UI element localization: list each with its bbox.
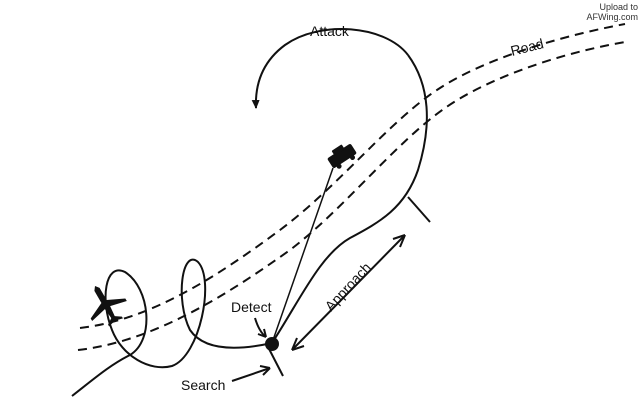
watermark-line-1: Upload to xyxy=(599,2,638,12)
search-loops xyxy=(71,258,273,397)
approach-arrow xyxy=(291,234,406,351)
label-search: Search xyxy=(181,377,225,393)
road-edge-upper xyxy=(79,23,626,329)
approach-start-tick xyxy=(407,196,431,223)
line-of-sight xyxy=(271,167,334,344)
approach-path xyxy=(271,54,428,344)
detect-pointer xyxy=(254,317,267,338)
road xyxy=(77,23,626,351)
label-detect: Detect xyxy=(231,299,272,315)
detection-point-marker xyxy=(265,337,279,351)
vehicle-icon xyxy=(327,144,357,169)
aircraft-icon xyxy=(90,285,127,327)
attack-loop xyxy=(251,28,409,109)
search-pointer xyxy=(231,365,271,382)
label-road: Road xyxy=(509,35,545,59)
road-edge-lower xyxy=(77,41,626,351)
label-approach: Approach xyxy=(321,259,374,314)
watermark-line-2: AFWing.com xyxy=(586,12,638,22)
label-attack: Attack xyxy=(310,23,350,39)
flight-path xyxy=(71,28,428,397)
